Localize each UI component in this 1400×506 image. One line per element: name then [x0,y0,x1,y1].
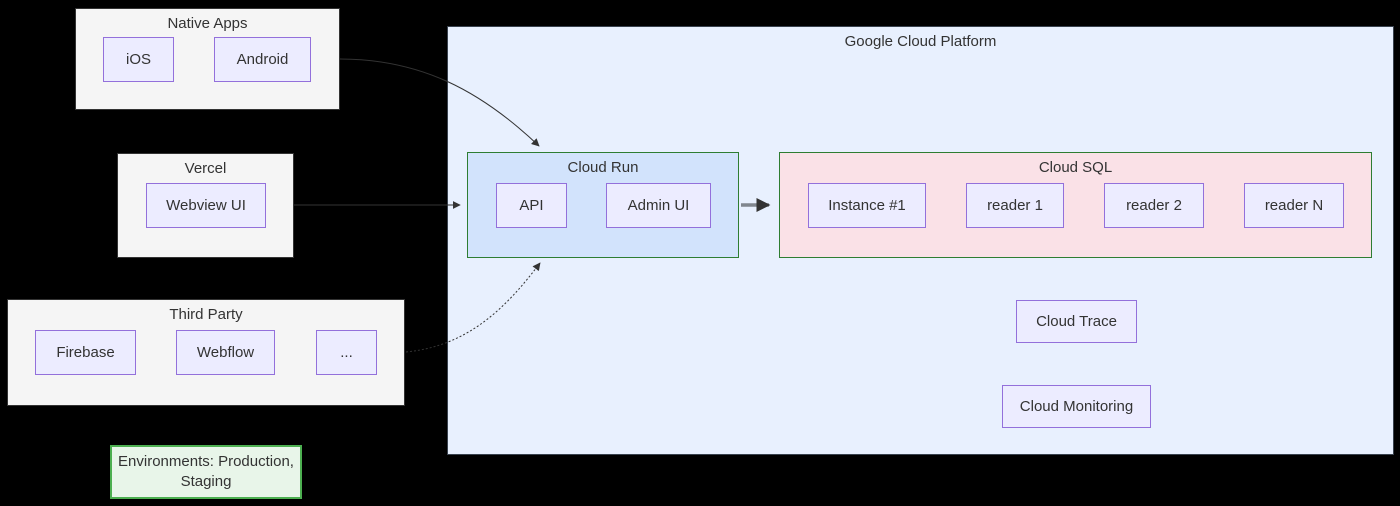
node-label: reader N [1264,197,1324,214]
node-reader-1: reader 1 [966,183,1064,228]
group-title-gcp: Google Cloud Platform [844,33,997,50]
group-title-native-apps: Native Apps [167,15,248,32]
node-firebase: Firebase [35,330,136,375]
node-label: ... [340,344,353,361]
node-reader-2: reader 2 [1104,183,1204,228]
group-title-vercel: Vercel [184,160,227,177]
node-label: API [519,197,544,214]
node-environments: Environments: Production, Staging [110,445,302,499]
node-webflow: Webflow [176,330,275,375]
node-android: Android [214,37,311,82]
node-ios: iOS [103,37,174,82]
node-label: Cloud Monitoring [1019,398,1134,415]
node-admin-ui: Admin UI [606,183,711,228]
environments-line-1: Environments: Production, [118,453,294,470]
node-instance-1: Instance #1 [808,183,926,228]
group-title-third-party: Third Party [169,306,243,323]
group-title-cloud-sql: Cloud SQL [1038,159,1113,176]
environments-line-2: Staging [180,473,232,490]
node-reader-n: reader N [1244,183,1344,228]
node-cloud-monitoring: Cloud Monitoring [1002,385,1151,428]
group-title-cloud-run: Cloud Run [567,159,639,176]
node-label: iOS [125,51,151,68]
node-label: Android [236,51,289,68]
node-label: Webview UI [166,197,246,214]
node-label: Firebase [56,344,115,361]
node-label: Cloud Trace [1036,313,1117,330]
node-label: Webflow [196,344,255,361]
node-api: API [496,183,567,228]
node-label: Admin UI [627,197,690,214]
node-label: reader 2 [1126,197,1182,214]
node-webview-ui: Webview UI [146,183,266,228]
node-ellipsis: ... [316,330,377,375]
node-cloud-trace: Cloud Trace [1016,300,1137,343]
node-label: reader 1 [987,197,1043,214]
node-label: Instance #1 [828,197,906,214]
